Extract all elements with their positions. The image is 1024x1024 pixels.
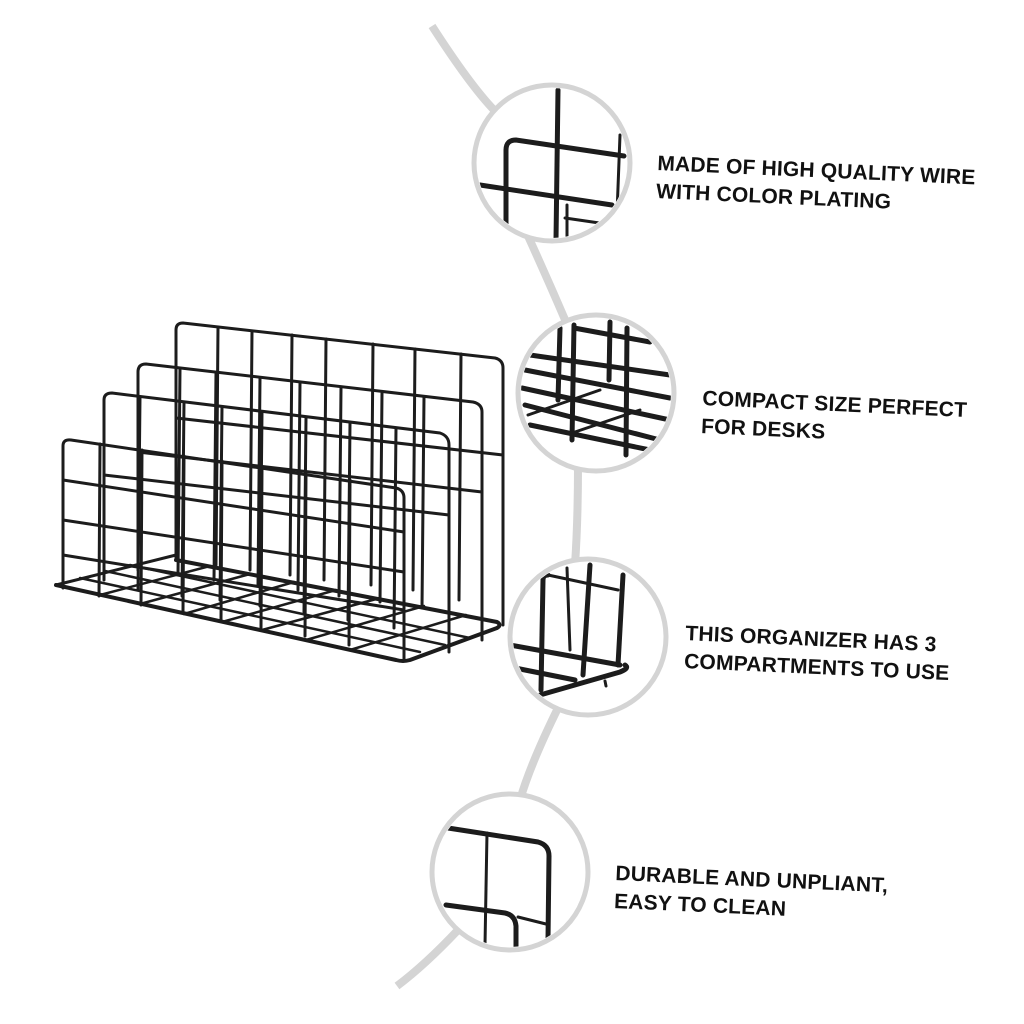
second-divider-panel	[136, 362, 484, 642]
connector-curve	[394, 23, 582, 990]
base-frame	[54, 553, 502, 663]
detail-circle-quality-wire	[471, 82, 633, 244]
product-image-wire-organizer	[54, 321, 505, 663]
detail-circle-three-compartments	[507, 556, 669, 718]
detail-circle-compact-size	[515, 312, 677, 474]
feature-text-compact-size: COMPACT SIZE PERFECT FOR DESKS	[700, 385, 968, 453]
detail-circle-durable	[429, 791, 591, 953]
front-divider-panel	[61, 438, 406, 662]
feature-text-three-compartments: THIS ORGANIZER HAS 3 COMPARTMENTS TO USE	[683, 620, 951, 688]
